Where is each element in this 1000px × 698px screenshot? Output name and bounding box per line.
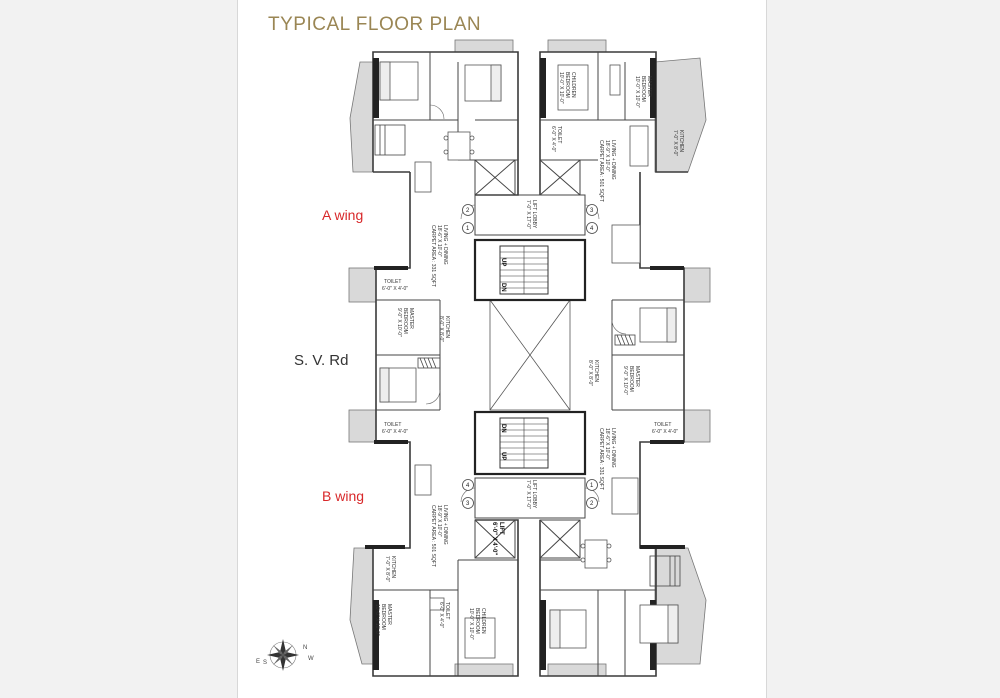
flat-number-2-a: 2 [466, 208, 470, 214]
children-bedroom-a-label: CHILDREN BEDROOM 10'-0" X 10'-0" [558, 72, 576, 104]
lift-b-label: LIFT 6'-0" X 4'-0" [491, 522, 504, 555]
compass-e-label: E [256, 659, 260, 665]
staircase-b [473, 410, 587, 476]
children-bedroom-b-label: CHILDREN BEDROOM 10'-0" X 10'-0" [468, 608, 486, 640]
room-labels: MASTER BEDROOM 10'-0" X 10'-0" CHILDREN … [374, 72, 684, 640]
flat-number-1-a: 1 [466, 226, 470, 232]
flat-number-1-b: 1 [590, 483, 594, 489]
page-title: TYPICAL FLOOR PLAN [268, 14, 482, 35]
stair-dn-a: DN [500, 283, 506, 292]
flat-number-3-b: 3 [466, 501, 470, 507]
master-bedroom-1bhk-b-label: MASTER BEDROOM 9'-0" X 10'-0" [622, 366, 640, 395]
living-1bhk-a-label: LIVING + DINING 18'-6" X 10'-0" CARPET A… [430, 225, 448, 287]
stair-up-b: UP [500, 452, 506, 460]
master-bedroom-b-label: MASTER BEDROOM 10'-0" X 10'-0" [374, 604, 392, 636]
toilet-b-label: TOILET 6'-0" X 4'-0" [438, 602, 450, 628]
staircase-a [473, 238, 587, 302]
compass-w-label: W [308, 656, 314, 662]
compass-n-label: N [303, 645, 307, 651]
kitchen-1bhk-b-label: KITCHEN 8'-0" X 8'-0" [587, 360, 599, 386]
compass-s-label: S [263, 660, 267, 666]
furniture [379, 61, 679, 659]
flat-number-2-b: 2 [590, 501, 594, 507]
toilet-a-label: TOILET 6'-0" X 4'-0" [550, 126, 562, 152]
toilet-1bhk-a-label: TOILET 6'-0" X 4'-0" [382, 279, 408, 292]
stair-up-a: UP [500, 258, 506, 266]
living-b-label: LIVING + DINING 18'-9" X 10'-0" CARPET A… [430, 505, 448, 567]
living-1bhk-b-label: LIVING + DINING 18'-6" X 10'-0" CARPET A… [598, 428, 616, 490]
balconies [348, 39, 711, 677]
flat-number-4-b: 4 [466, 483, 470, 489]
stair-dn-b: DN [500, 424, 506, 433]
flat-number-markers [462, 204, 598, 509]
toilet-1bhk-c-label: TOILET 6'-0" X 4'-0" [652, 422, 678, 435]
road-label: S. V. Rd [294, 352, 349, 369]
kitchen-a-label: KITCHEN 7'-0" X 8'-0" [672, 130, 684, 156]
compass-rose [267, 639, 299, 671]
lift-lobby-b [474, 477, 586, 559]
flat-number-4-a: 4 [590, 226, 594, 232]
b-wing-label: B wing [322, 488, 365, 504]
partition-walls [373, 52, 684, 676]
living-a-label: LIVING + DINING 18'-9" X 10'-0" CARPET A… [598, 140, 616, 202]
kitchen-1bhk-a-label: KITCHEN 8'-0" X 8'-0" [438, 316, 450, 342]
lift-lobby-a [474, 159, 586, 236]
toilet-1bhk-b-label: TOILET 6'-0" X 4'-0" [382, 422, 408, 435]
lift-lobby-a-label: LIFT LOBBY 7'-0" X 17'-0" [525, 200, 537, 230]
master-bedroom-a-label: MASTER BEDROOM 10'-0" X 10'-0" [634, 76, 652, 108]
master-bedroom-1bhk-a-label: MASTER BEDROOM 9'-0" X 10'-0" [396, 308, 414, 337]
door-swings [425, 104, 627, 503]
lift-lobby-b-label: LIFT LOBBY 7'-0" X 17'-0" [525, 480, 537, 510]
kitchen-b-label: KITCHEN 7'-0" X 8'-0" [384, 556, 396, 582]
central-void [489, 299, 571, 411]
kitchen-counters [374, 124, 681, 587]
flat-number-3-a: 3 [590, 208, 594, 214]
a-wing-label: A wing [322, 207, 364, 223]
